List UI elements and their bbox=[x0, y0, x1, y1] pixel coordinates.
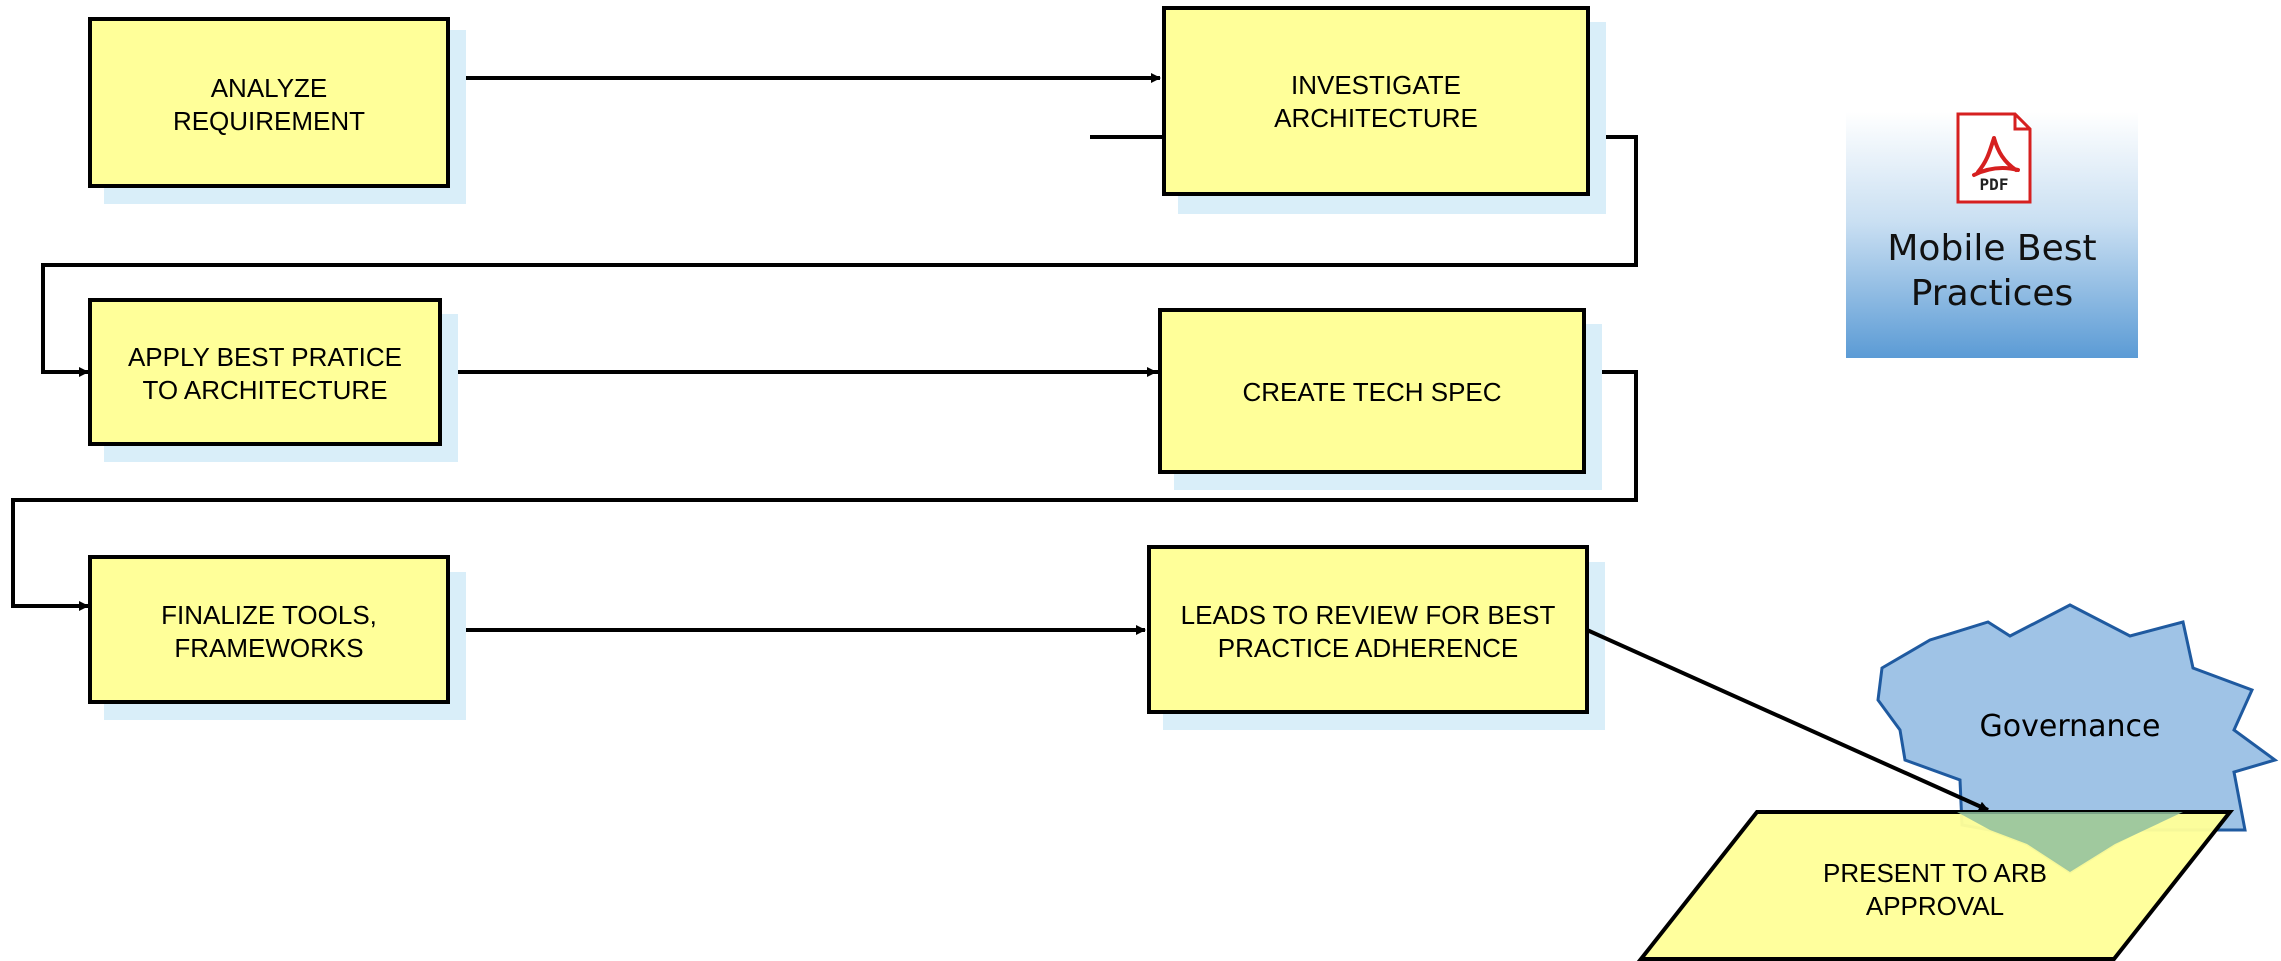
step-label: LEADS TO REVIEW FOR BEST bbox=[1181, 600, 1556, 630]
step-create-tech-spec: CREATE TECH SPEC bbox=[1158, 308, 1602, 490]
pdf-title-line: Practices bbox=[1911, 273, 2074, 314]
step-label: PRACTICE ADHERENCE bbox=[1218, 633, 1519, 663]
governance-label: Governance bbox=[1980, 709, 2161, 744]
step-label: CREATE TECH SPEC bbox=[1242, 377, 1501, 407]
pdf-badge: PDF bbox=[1980, 175, 2009, 194]
step-label: INVESTIGATE bbox=[1291, 70, 1461, 100]
step-label: APPROVAL bbox=[1866, 891, 2004, 921]
step-label: FRAMEWORKS bbox=[174, 633, 363, 663]
step-label: PRESENT TO ARB bbox=[1823, 858, 2047, 888]
step-label: ARCHITECTURE bbox=[1274, 103, 1478, 133]
connector-review-to-present bbox=[1586, 628, 1989, 812]
step-review-best-practice: LEADS TO REVIEW FOR BEST PRACTICE ADHERE… bbox=[1147, 545, 1605, 730]
step-label: REQUIREMENT bbox=[173, 106, 365, 136]
step-analyze-requirement: ANALYZE REQUIREMENT bbox=[88, 17, 466, 204]
step-investigate-architecture: INVESTIGATE ARCHITECTURE bbox=[1162, 6, 1606, 214]
step-label: APPLY BEST PRATICE bbox=[128, 342, 402, 372]
step-present-to-arb: PRESENT TO ARB APPROVAL bbox=[1636, 810, 2235, 961]
pdf-document-link[interactable]: PDF Mobile Best Practices bbox=[1846, 112, 2138, 358]
present-overlap-tint bbox=[1957, 812, 2183, 872]
step-label: TO ARCHITECTURE bbox=[142, 375, 387, 405]
step-label: FINALIZE TOOLS, bbox=[161, 600, 377, 630]
step-label: ANALYZE bbox=[211, 73, 328, 103]
pdf-title-line: Mobile Best bbox=[1887, 228, 2096, 269]
pdf-file-icon: PDF bbox=[1956, 112, 2032, 204]
step-apply-best-practice: APPLY BEST PRATICE TO ARCHITECTURE bbox=[88, 298, 458, 462]
step-finalize-tools: FINALIZE TOOLS, FRAMEWORKS bbox=[88, 555, 466, 720]
